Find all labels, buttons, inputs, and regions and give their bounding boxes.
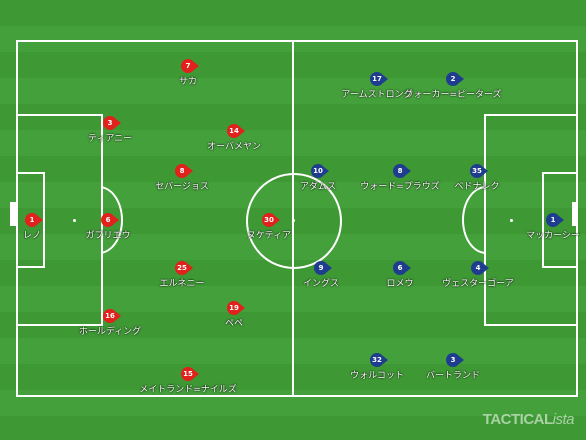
player-name: ティアニー	[87, 134, 133, 144]
left-goal	[10, 202, 16, 226]
left-penalty-spot	[73, 219, 76, 222]
player-name: ガブリエウ	[85, 231, 131, 241]
player-shirt-icon: 6	[101, 213, 119, 227]
player-shirt-icon: 10	[311, 164, 329, 178]
player-name: ウォルコット	[350, 371, 404, 381]
player-name: セバージョス	[155, 182, 209, 192]
right-goal	[572, 202, 578, 226]
brand-watermark: TACTICALista	[482, 411, 575, 428]
player-name: エルネニー	[159, 279, 205, 289]
player-shirt-icon: 3	[103, 116, 121, 130]
player-shirt-icon: 15	[181, 367, 199, 381]
player-name: レノ	[22, 231, 41, 241]
centre-circle	[246, 173, 342, 269]
player-shirt-icon: 4	[471, 261, 489, 275]
player-shirt-icon: 1	[25, 213, 43, 227]
player-shirt-icon: 16	[103, 309, 121, 323]
player-name: サカ	[178, 77, 197, 87]
player-shirt-icon: 30	[262, 213, 280, 227]
player-name: ロメウ	[386, 279, 414, 289]
right-penalty-spot	[510, 219, 513, 222]
player-name: ウォード=プラウズ	[360, 182, 440, 192]
player-shirt-icon: 19	[227, 301, 245, 315]
left-goal-area	[16, 172, 45, 268]
player-name: オーバメヤン	[207, 142, 261, 152]
player-name: バートランド	[425, 371, 480, 381]
player-name: ペペ	[224, 319, 243, 329]
player-shirt-icon: 35	[470, 164, 488, 178]
player-shirt-icon: 14	[227, 124, 245, 138]
player-name: ベドナレク	[454, 182, 500, 192]
watermark-italic: ista	[552, 411, 575, 428]
watermark-bold: TACTICAL	[482, 411, 553, 428]
player-shirt-icon: 2	[446, 72, 464, 86]
player-shirt-icon: 17	[370, 72, 388, 86]
player-name: アダムス	[299, 182, 336, 192]
player-name: メイトランド=ナイルズ	[139, 385, 237, 395]
player-shirt-icon: 1	[546, 213, 564, 227]
player-name: ホールディング	[78, 327, 142, 337]
player-name: マッカーシー	[526, 231, 580, 241]
player-shirt-icon: 6	[393, 261, 411, 275]
player-shirt-icon: 25	[175, 261, 193, 275]
player-shirt-icon: 3	[446, 353, 464, 367]
player-name: イングス	[302, 279, 339, 289]
player-shirt-icon: 32	[370, 353, 388, 367]
player-name: ウォーカー=ピーターズ	[404, 90, 502, 100]
player-shirt-icon: 8	[175, 164, 193, 178]
player-shirt-icon: 9	[314, 261, 332, 275]
player-name: ヴェスターゴーア	[442, 279, 514, 289]
player-name: ヌケティア	[246, 231, 292, 241]
player-shirt-icon: 7	[181, 59, 199, 73]
centre-spot	[292, 219, 295, 222]
player-shirt-icon: 8	[393, 164, 411, 178]
player-name: アームストロング	[341, 90, 413, 100]
